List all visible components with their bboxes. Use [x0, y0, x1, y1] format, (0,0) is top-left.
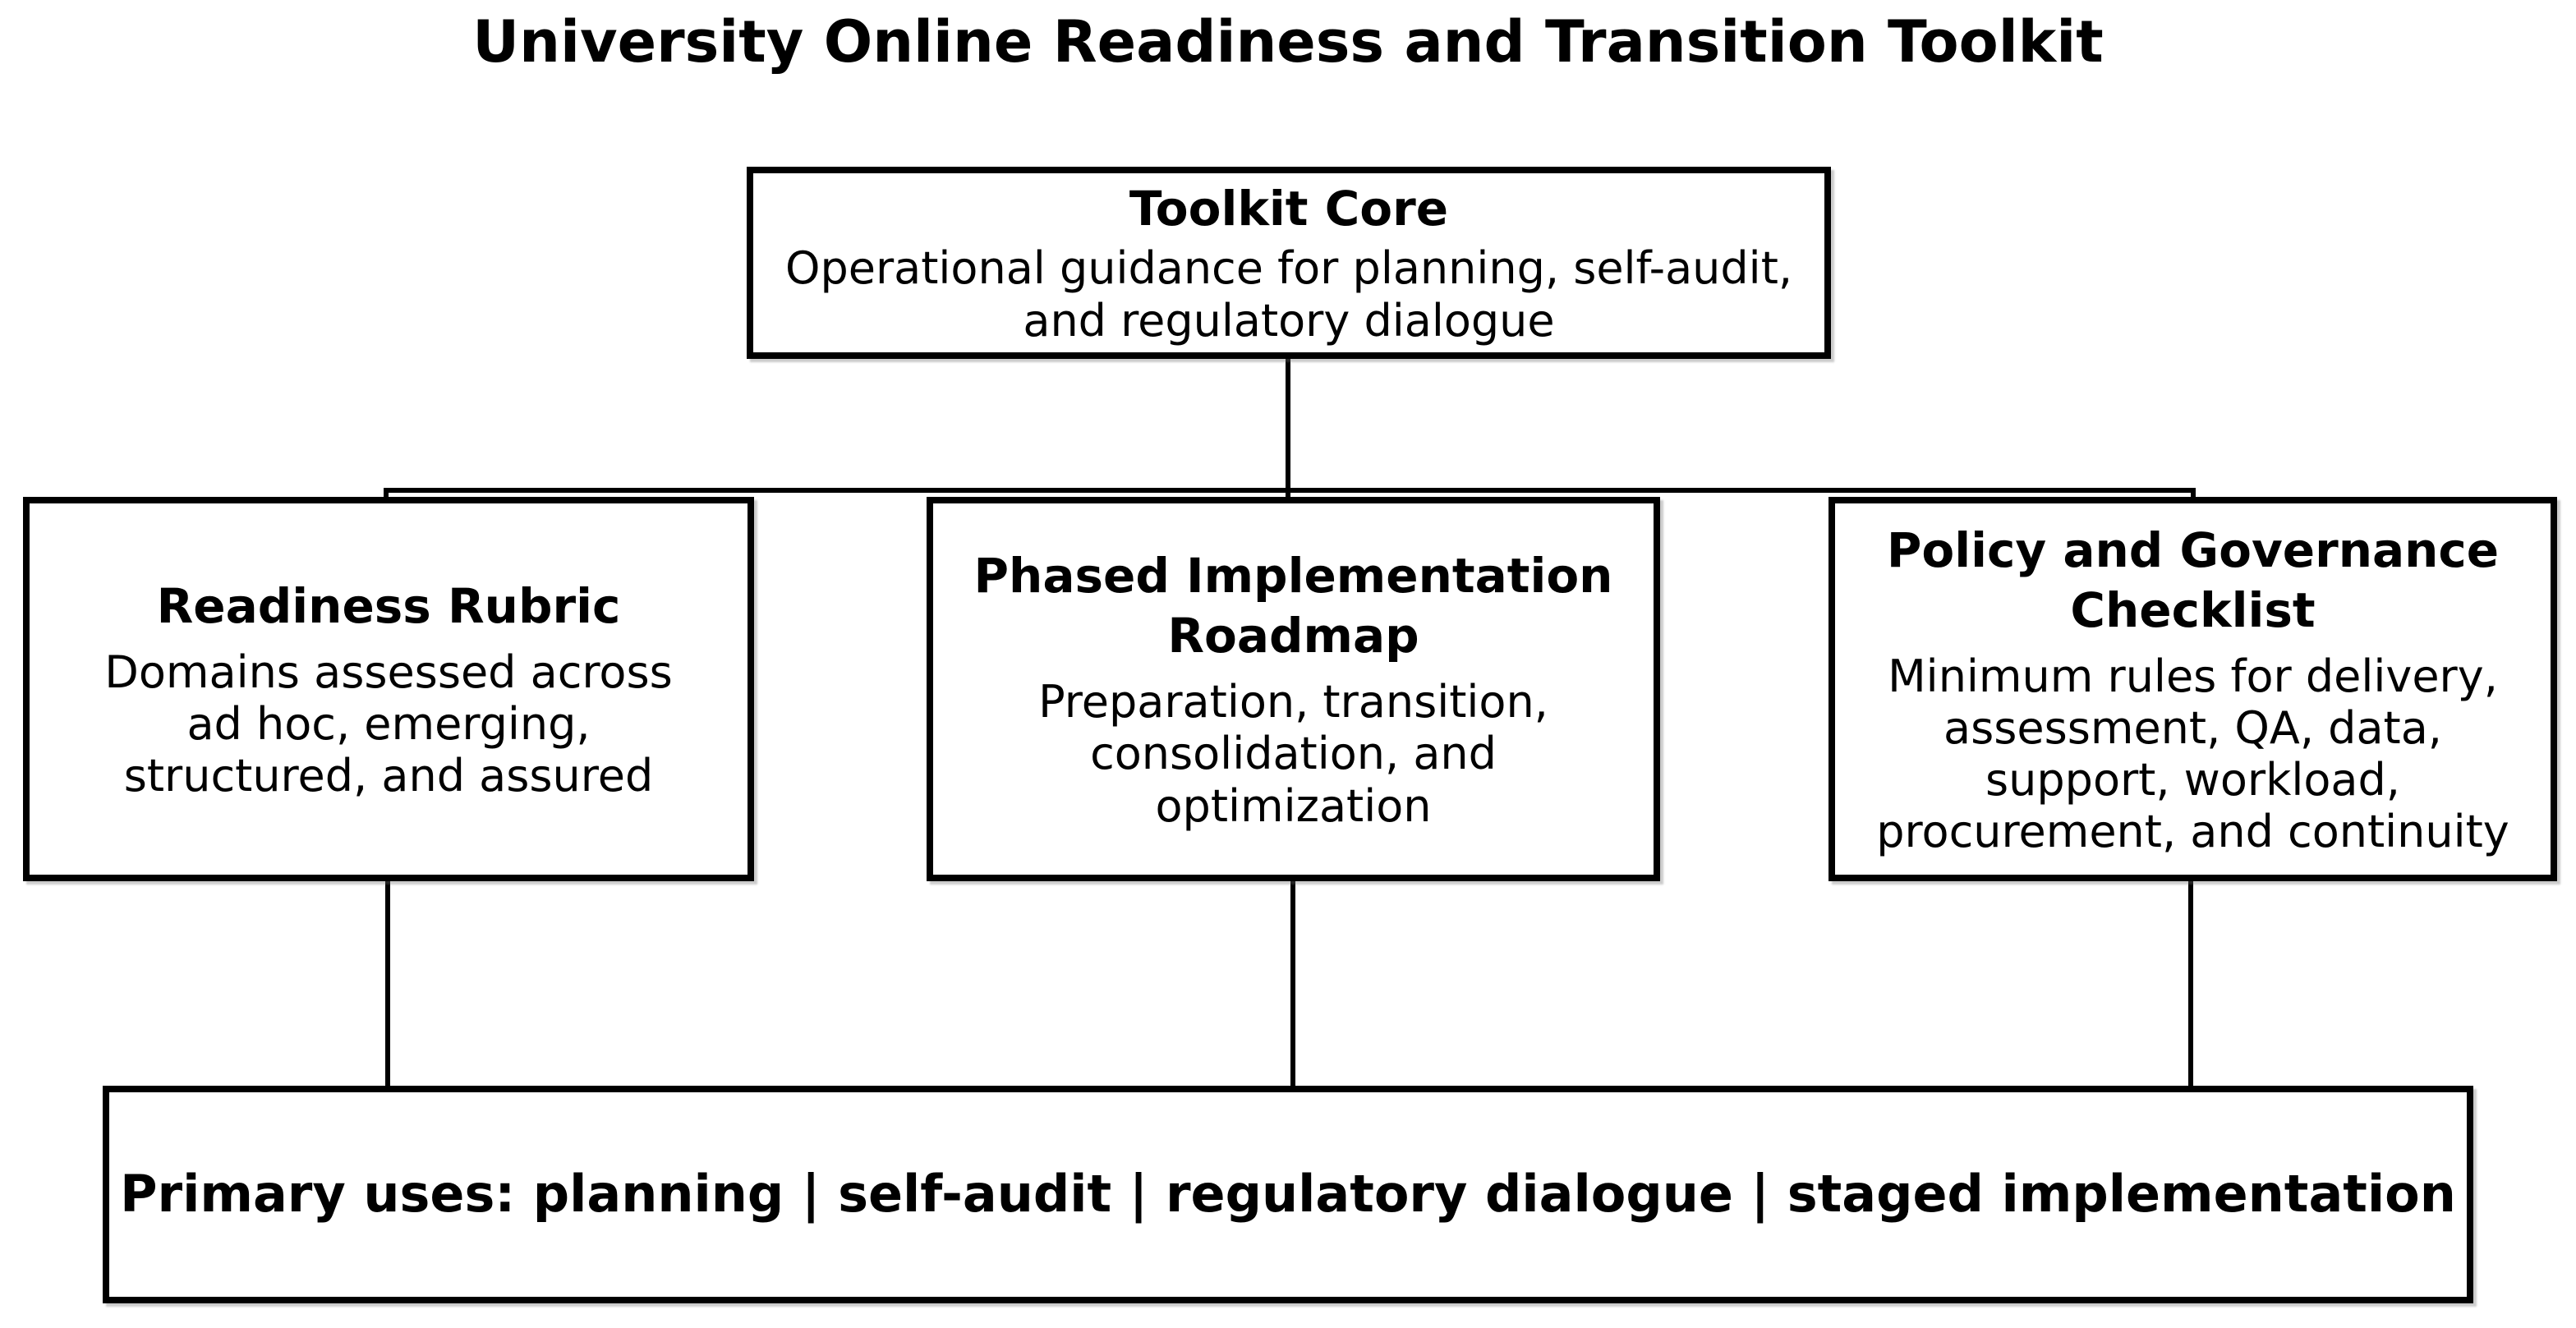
connector-readiness-to-uses [385, 881, 390, 1088]
connector-trunk-to-readiness [384, 488, 389, 504]
phased-implementation-roadmap-heading: Phased Implementation Roadmap [973, 548, 1613, 664]
connector-core-to-trunk [1286, 359, 1290, 505]
policy-governance-checklist-heading: Policy and Governance Checklist [1886, 522, 2500, 638]
policy-governance-checklist-body: Minimum rules for delivery, assessment, … [1876, 650, 2509, 858]
primary-uses-label: Primary uses: planning | self-audit | re… [120, 1164, 2456, 1225]
connector-trunk-line [384, 488, 2196, 493]
phased-implementation-roadmap-box: Phased Implementation Roadmap Preparatio… [927, 497, 1660, 881]
readiness-rubric-body: Domains assessed across ad hoc, emerging… [104, 646, 673, 802]
readiness-rubric-box: Readiness Rubric Domains assessed across… [23, 497, 754, 881]
phased-implementation-roadmap-body: Preparation, transition, consolidation, … [1038, 676, 1548, 832]
toolkit-core-body: Operational guidance for planning, self-… [784, 242, 1793, 347]
toolkit-core-heading: Toolkit Core [1129, 181, 1449, 237]
diagram-title: University Online Readiness and Transiti… [472, 8, 2104, 76]
primary-uses-box: Primary uses: planning | self-audit | re… [103, 1086, 2473, 1303]
policy-governance-checklist-box: Policy and Governance Checklist Minimum … [1828, 497, 2557, 881]
connector-policy-to-uses [2188, 881, 2193, 1088]
readiness-rubric-heading: Readiness Rubric [156, 577, 621, 634]
connector-roadmap-to-uses [1290, 881, 1295, 1088]
toolkit-core-box: Toolkit Core Operational guidance for pl… [747, 167, 1831, 359]
connector-trunk-to-policy [2191, 488, 2196, 504]
